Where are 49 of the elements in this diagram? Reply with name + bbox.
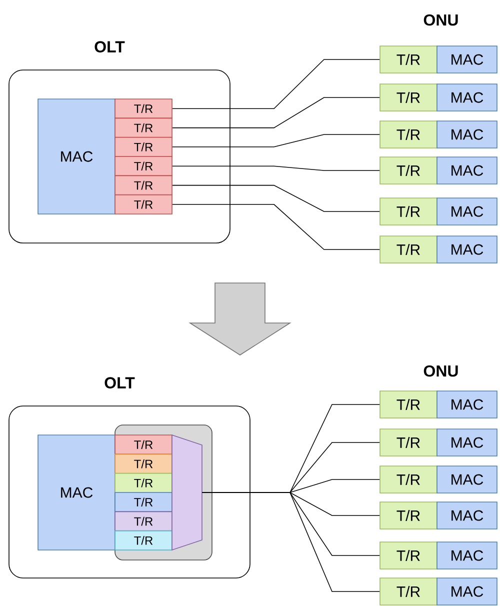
mac-block: MAC (436, 120, 498, 148)
transceiver-block: T/R (114, 118, 172, 138)
transceiver-block: T/R (380, 390, 438, 418)
transceiver-block: T/R (114, 492, 172, 512)
mac-block: MAC (436, 236, 498, 264)
mac-block: MAC (436, 198, 498, 226)
mac-block: MAC (436, 578, 498, 606)
transceiver-block: T/R (380, 466, 438, 494)
connector-line (172, 166, 380, 171)
mac-block: MAC (436, 466, 498, 494)
transceiver-block: T/R (114, 156, 172, 176)
mac-block: MAC (436, 502, 498, 530)
connector-line (172, 204, 380, 250)
transceiver-block: T/R (114, 472, 172, 493)
mac-block: MAC (436, 542, 498, 570)
device-heading: ONU (424, 14, 458, 26)
transceiver-block: T/R (114, 136, 172, 157)
node-label: OLT (94, 41, 125, 52)
connector-line (172, 184, 380, 212)
transceiver-block: T/R (380, 502, 438, 530)
transceiver-block: T/R (380, 120, 438, 148)
transceiver-block: T/R (114, 194, 172, 214)
transceiver-block: T/R (114, 511, 172, 532)
transceiver-block: T/R (380, 428, 438, 456)
transceiver-block: T/R (380, 578, 438, 606)
transceiver-block: T/R (380, 84, 438, 112)
mac-block: MAC (436, 156, 498, 184)
mac-block: MAC (436, 84, 498, 112)
mac-block: MAC (436, 46, 498, 74)
connector-line (172, 97, 380, 128)
transceiver-block: T/R (380, 46, 438, 74)
transceiver-block: T/R (114, 434, 172, 455)
transceiver-block: T/R (380, 198, 438, 226)
transceiver-block: T/R (380, 542, 438, 570)
transceiver-block: T/R (380, 156, 438, 184)
mac-block: MAC (436, 390, 498, 418)
mac-block: MAC (38, 434, 116, 550)
connector-line (202, 492, 380, 592)
transceiver-block: T/R (380, 236, 438, 264)
device-heading: ONU (424, 365, 458, 377)
transceiver-block: T/R (114, 98, 172, 119)
transceiver-block: T/R (114, 530, 172, 550)
connector-line (172, 59, 380, 109)
mac-block: MAC (38, 98, 116, 214)
mac-block: MAC (436, 428, 498, 456)
node-label: OLT (104, 377, 135, 388)
connector-line (172, 134, 380, 148)
transceiver-block: T/R (114, 175, 172, 196)
transceiver-block: T/R (114, 454, 172, 474)
